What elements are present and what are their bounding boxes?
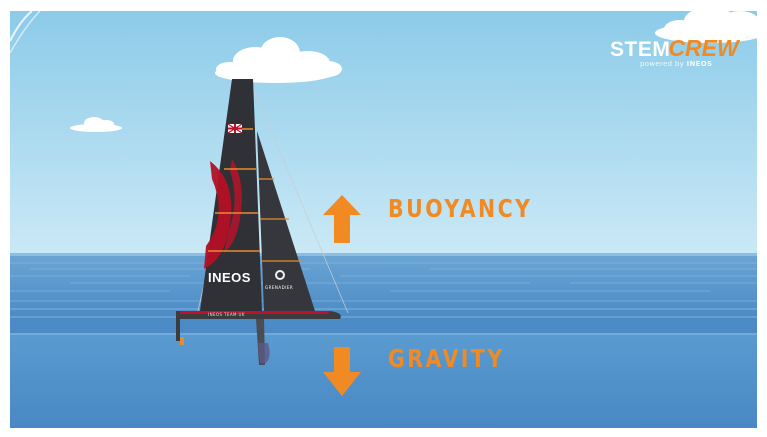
logo-subtitle-prefix: powered by xyxy=(640,60,685,68)
hull xyxy=(176,311,341,365)
jib-sail xyxy=(257,131,315,311)
illustration-scene xyxy=(10,11,757,428)
underwater xyxy=(10,333,757,428)
gravity-label: GRAVITY xyxy=(388,344,505,373)
stem-crew-logo: STEMCREW powered by INEOS xyxy=(610,35,739,68)
arrow-down-icon xyxy=(323,347,361,396)
cloud-left xyxy=(70,117,122,132)
jib-brand-text: GRENADIER xyxy=(265,285,294,290)
cloud-top-center xyxy=(215,37,342,83)
sail-brand-text: INEOS xyxy=(208,270,251,285)
sky xyxy=(10,11,757,256)
arrow-up-icon xyxy=(323,195,361,243)
union-jack-icon xyxy=(227,123,243,134)
buoyancy-label: BUOYANCY xyxy=(388,194,533,223)
cloud-top-right xyxy=(655,11,757,43)
logo-crew-text: CREW xyxy=(668,35,739,61)
logo-subtitle: powered by INEOS xyxy=(640,60,730,68)
corner-swoosh xyxy=(10,11,33,42)
logo-subtitle-brand: INEOS xyxy=(686,60,713,68)
mainsail xyxy=(200,79,262,311)
hull-text: INEOS TEAM UK xyxy=(208,312,245,317)
logo-stem-text: STEM xyxy=(610,38,671,61)
